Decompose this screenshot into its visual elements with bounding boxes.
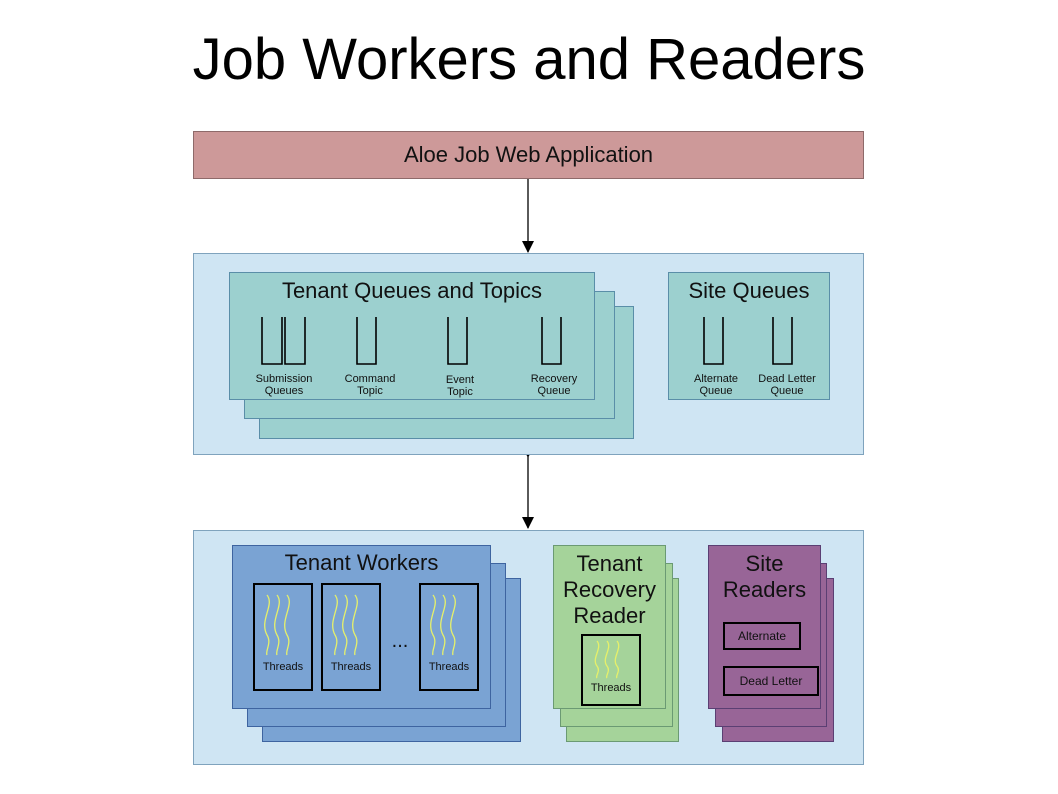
event-topic-icon	[447, 317, 468, 365]
site-queue-shapes	[703, 317, 793, 365]
threads-label: Threads	[262, 661, 304, 673]
diagram-title: Job Workers and Readers	[192, 27, 866, 92]
threads-label: Threads	[590, 682, 632, 694]
recovery-thread-pool: Threads	[581, 634, 641, 706]
submission-queue-icon	[261, 317, 306, 365]
alternate-queue-icon	[703, 317, 724, 365]
threads-icon	[264, 594, 290, 656]
web-application-box: Aloe Job Web Application	[193, 131, 864, 179]
threads-icon	[332, 594, 358, 656]
tenant-workers-title: Tenant Workers	[284, 550, 439, 575]
thread-pool-2: Threads	[321, 583, 381, 691]
threads-icon	[594, 640, 620, 679]
dead-letter-queue-icon	[772, 317, 793, 365]
recovery-reader-box: Tenant Recovery Reader Threads	[553, 545, 666, 709]
dead-letter-reader: Dead Letter	[723, 666, 819, 696]
threads-label: Threads	[330, 661, 372, 673]
site-queues-title: Site Queues	[688, 278, 810, 303]
web-application-label: Aloe Job Web Application	[403, 142, 654, 167]
site-readers-box: Site Readers Alternate Dead Letter	[708, 545, 821, 709]
recovery-queue-icon	[541, 317, 562, 365]
site-readers-title: Site Readers	[722, 551, 807, 602]
threads-icon	[430, 594, 456, 656]
threads-label: Threads	[428, 661, 470, 673]
thread-pool-1: Threads	[253, 583, 313, 691]
alternate-reader: Alternate	[723, 622, 801, 650]
thread-pool-ellipsis: ...	[391, 630, 409, 652]
tenant-queues-title: Tenant Queues and Topics	[281, 278, 543, 303]
command-topic-icon	[356, 317, 377, 365]
thread-pool-3: Threads	[419, 583, 479, 691]
queue-shapes	[261, 317, 562, 365]
recovery-reader-title: Tenant Recovery Reader	[563, 551, 656, 628]
tenant-workers-box: Tenant Workers Threads Threads ... Threa…	[232, 545, 491, 709]
